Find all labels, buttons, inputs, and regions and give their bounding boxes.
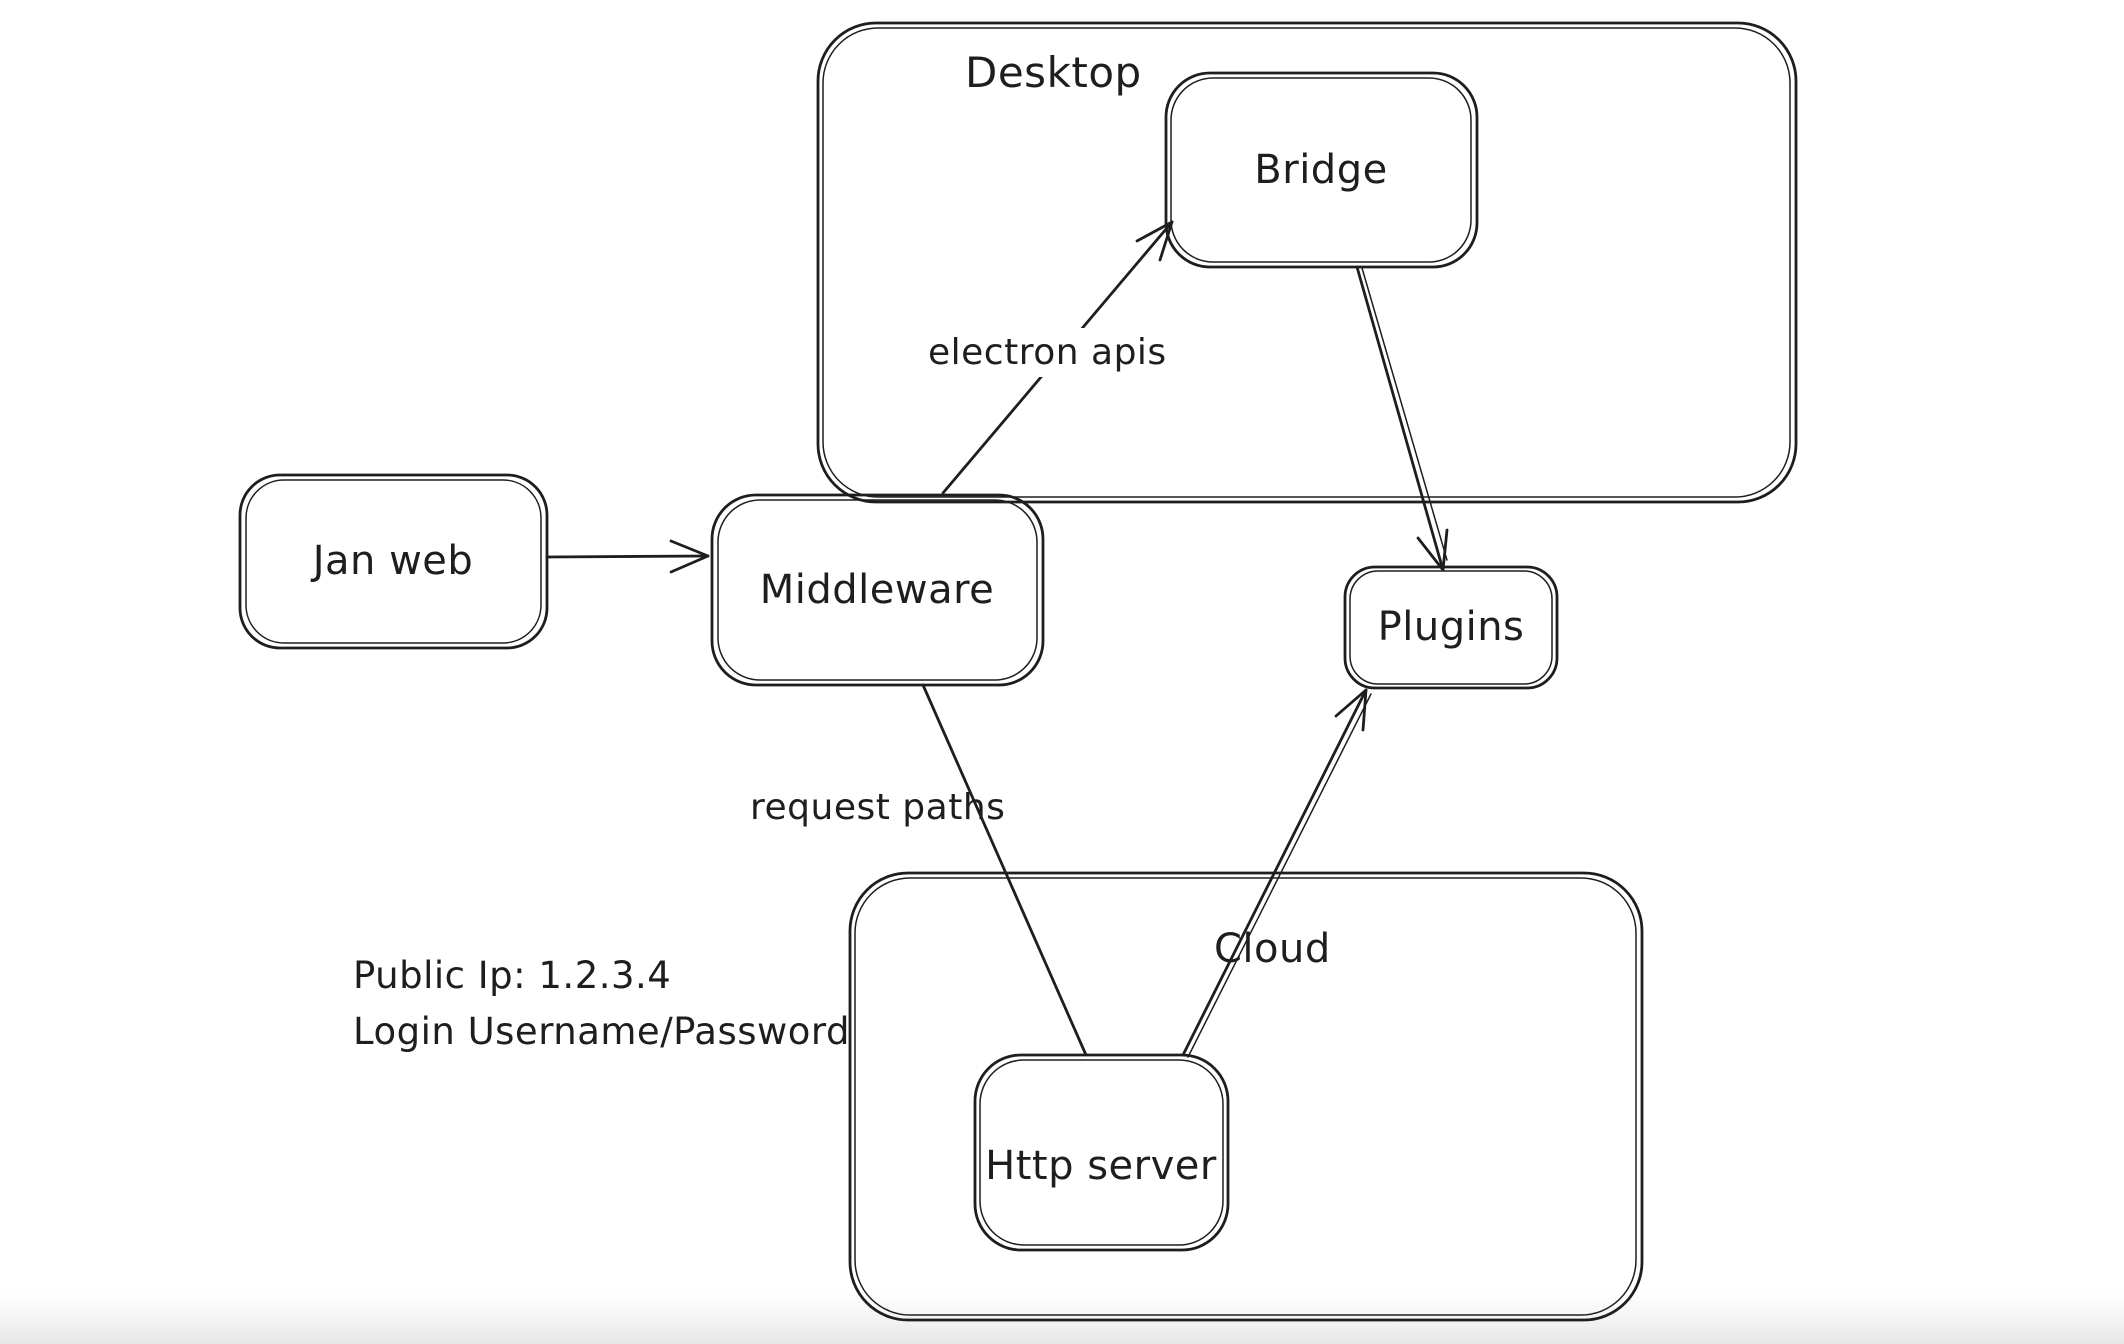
edge-label-request-paths[interactable]: request paths <box>750 787 1006 828</box>
desktop-container-box[interactable] <box>816 21 1798 504</box>
note-line-public-ip[interactable]: Public Ip: 1.2.3.4 <box>353 954 672 997</box>
bridge-node-box[interactable] <box>1164 71 1479 269</box>
note-line-login[interactable]: Login Username/Password <box>353 1009 850 1053</box>
http-server-node-box[interactable] <box>973 1053 1230 1252</box>
plugins-node-box[interactable] <box>1343 565 1559 690</box>
cloud-container-box[interactable] <box>848 871 1644 1322</box>
edge-janweb-middleware[interactable] <box>545 539 710 574</box>
plugins-node-label[interactable]: Plugins <box>1377 604 1525 650</box>
middleware-node-label[interactable]: Middleware <box>759 567 995 613</box>
bridge-node-label[interactable]: Bridge <box>1254 147 1388 193</box>
note-text[interactable]: Public Ip: 1.2.3.4 Login Username/Passwo… <box>353 948 850 1059</box>
jan-web-node-label[interactable]: Jan web <box>312 538 474 584</box>
jan-web-node-box[interactable] <box>238 473 549 650</box>
edge-httpserver-plugins[interactable] <box>1181 688 1372 1058</box>
edge-bridge-plugins[interactable] <box>1355 265 1449 572</box>
desktop-container-label[interactable]: Desktop <box>965 48 1142 97</box>
canvas-bottom-fade <box>0 1292 2124 1344</box>
edge-middleware-httpserver[interactable] <box>921 683 1088 1057</box>
cloud-container-label[interactable]: Cloud <box>1214 926 1331 972</box>
edge-label-electron-apis[interactable]: electron apis <box>918 328 1177 377</box>
http-server-node-label[interactable]: Http server <box>985 1143 1217 1189</box>
middleware-node-box[interactable] <box>710 493 1045 687</box>
